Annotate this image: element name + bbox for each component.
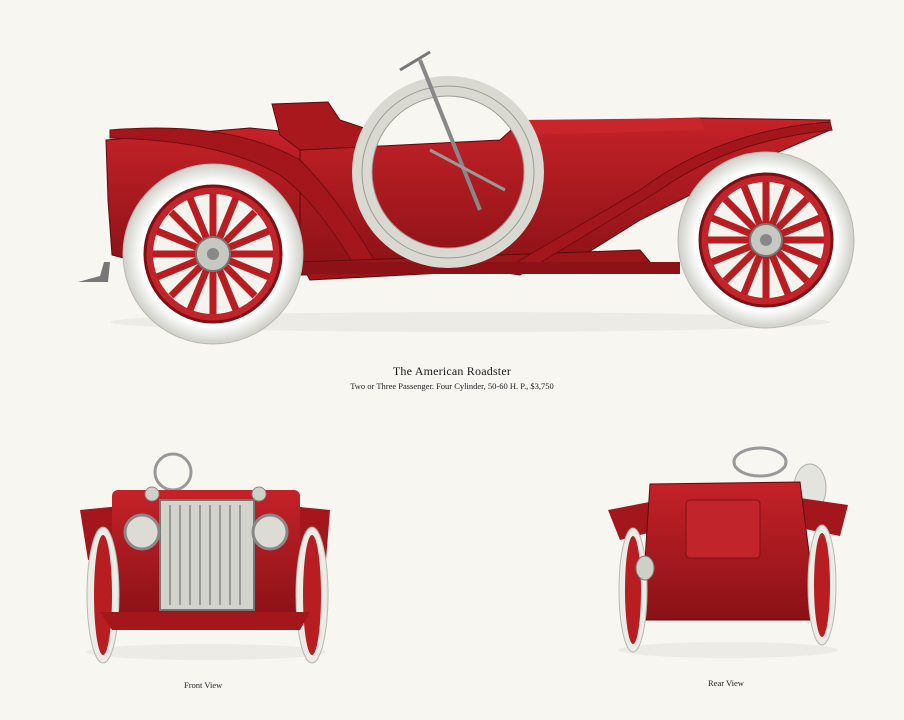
rear-view-label: Rear View — [708, 678, 744, 688]
plate-title: The American Roadster — [392, 364, 512, 378]
plate-subtitle: Two or Three Passenger. Four Cylinder, 5… — [350, 381, 554, 391]
side-view-car — [78, 50, 855, 345]
rear-view-car — [608, 446, 848, 658]
front-view-label: Front View — [184, 680, 223, 690]
front-view-car — [80, 452, 330, 664]
